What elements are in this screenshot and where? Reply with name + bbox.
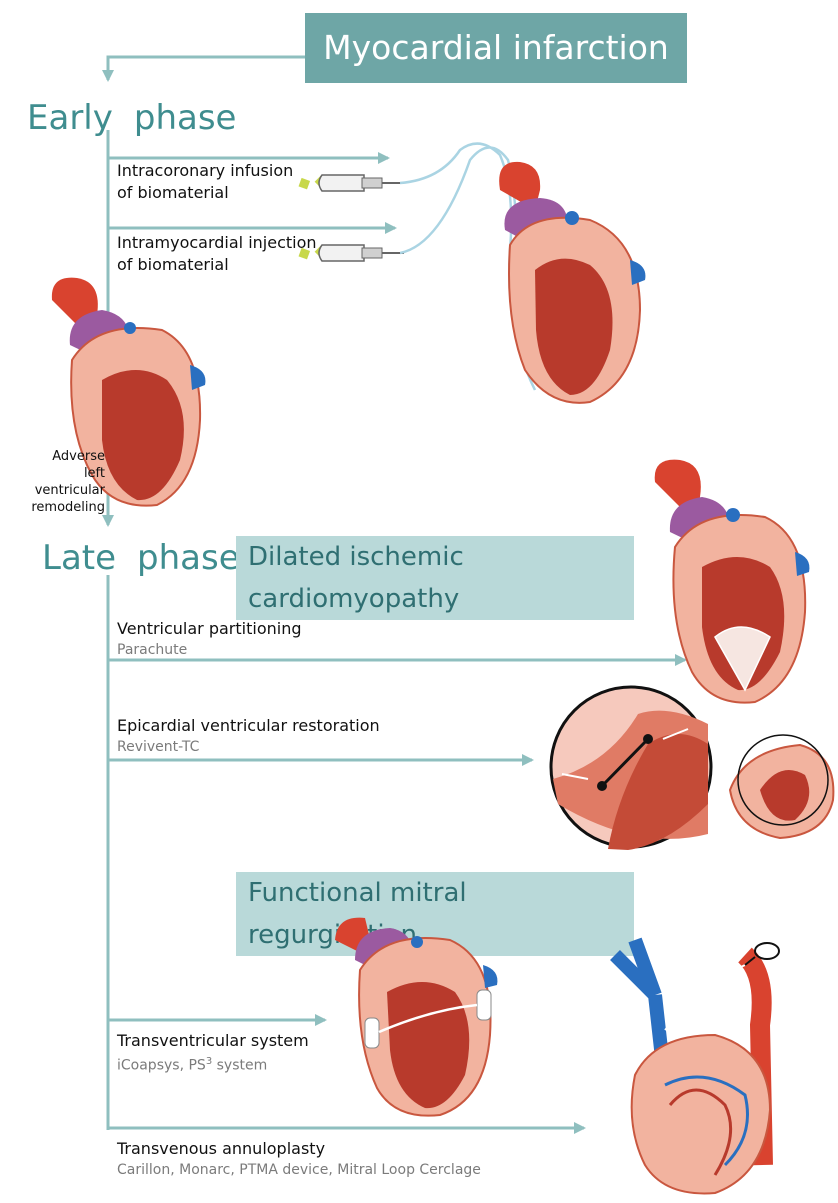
late-phase-word1: Late	[42, 538, 116, 578]
syringe-illustrations	[296, 168, 406, 273]
title-text: Myocardial infarction	[323, 28, 669, 67]
intracoronary-item: Intracoronary infusion of biomaterial	[117, 160, 293, 204]
early-phase-word1: Early	[27, 98, 113, 138]
transvenous-sub: Carillon, Monarc, PTMA device, Mitral Lo…	[117, 1160, 481, 1180]
late-phase-word2: phase	[137, 538, 240, 578]
ventricular-partitioning-item: Ventricular partitioning Parachute	[117, 618, 301, 660]
syringe-icon	[299, 175, 404, 191]
revivent-zoom-illustration	[548, 684, 718, 854]
epicardial-restoration-item: Epicardial ventricular restoration Reviv…	[117, 715, 380, 757]
intracoronary-line2: of biomaterial	[117, 182, 293, 204]
heart-slice-illustration	[725, 730, 838, 845]
late-phase-label: Late phase	[42, 538, 240, 578]
transventricular-sub: iCoapsys, PS3 system	[117, 1052, 309, 1076]
heart-illustration-transvenous	[595, 935, 825, 1203]
early-phase-label: Early phase	[27, 98, 236, 138]
heart-illustration-early	[470, 150, 655, 408]
heart-illustration-transventricular	[335, 910, 505, 1120]
early-phase-word2: phase	[134, 98, 237, 138]
syringe-icon	[299, 245, 404, 261]
epicardial-restoration-sub: Revivent-TC	[117, 737, 380, 757]
transventricular-title: Transventricular system	[117, 1030, 309, 1052]
transvenous-title: Transvenous annuloplasty	[117, 1138, 481, 1160]
title-banner: Myocardial infarction	[305, 13, 687, 83]
transventricular-system-item: Transventricular system iCoapsys, PS3 sy…	[117, 1030, 309, 1076]
intramyocardial-line1: Intramyocardial injection	[117, 232, 317, 254]
intracoronary-line1: Intracoronary infusion	[117, 160, 293, 182]
ventricular-partitioning-sub: Parachute	[117, 640, 301, 660]
remodeling-line2: left ventricular	[20, 465, 105, 499]
heart-illustration-parachute	[640, 452, 815, 707]
remodeling-line1: Adverse	[20, 448, 105, 465]
remodeling-label: Adverse left ventricular remodeling	[20, 448, 105, 516]
section-dilated-title: Dilated ischemic cardiomyopathy	[248, 542, 464, 614]
epicardial-restoration-title: Epicardial ventricular restoration	[117, 715, 380, 737]
ventricular-partitioning-title: Ventricular partitioning	[117, 618, 301, 640]
section-dilated-cardiomyopathy: Dilated ischemic cardiomyopathy	[236, 536, 634, 620]
remodeling-line3: remodeling	[20, 499, 105, 516]
transvenous-annuloplasty-item: Transvenous annuloplasty Carillon, Monar…	[117, 1138, 481, 1180]
